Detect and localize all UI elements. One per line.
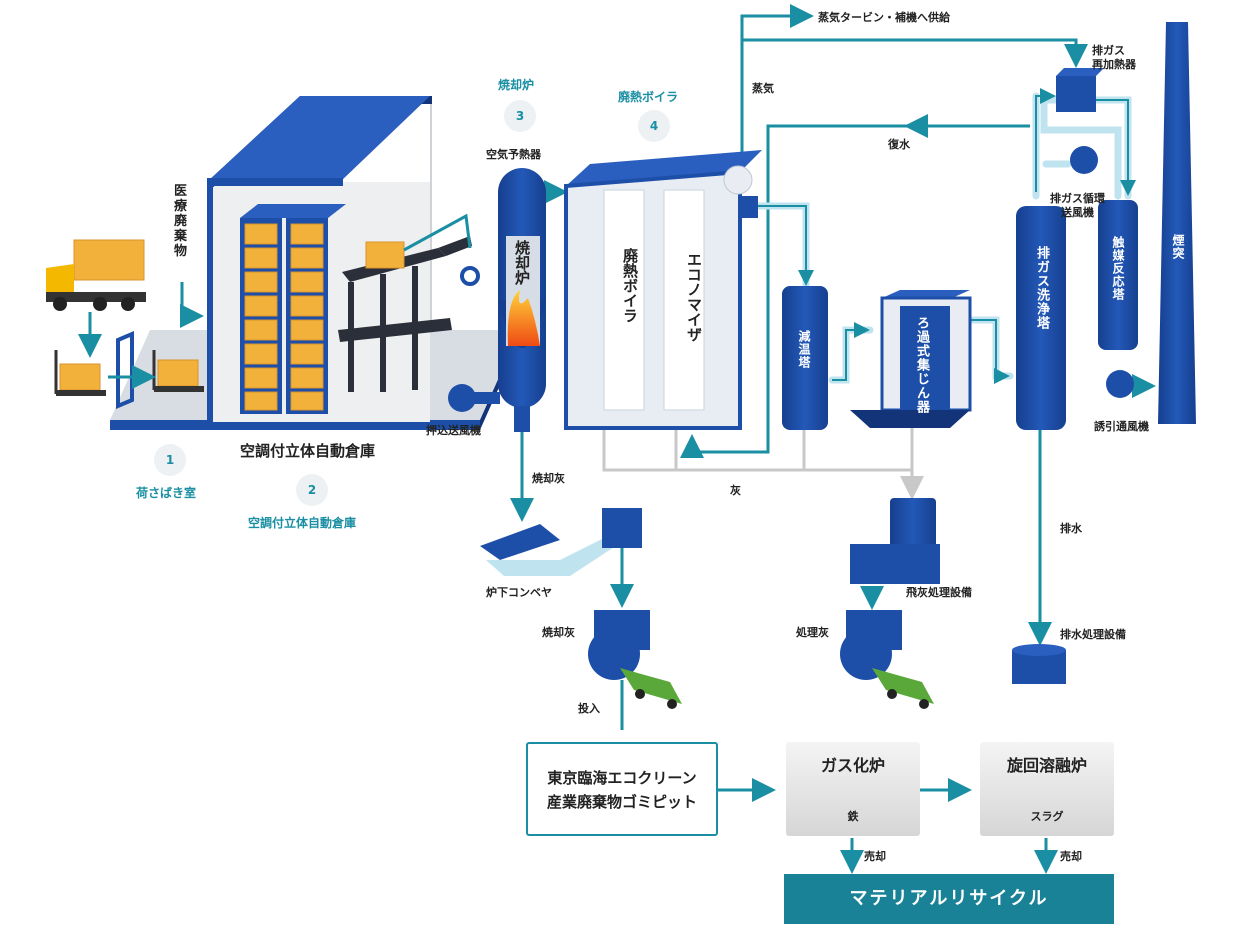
label-fd-fan: 押込送風機: [426, 424, 481, 437]
label-steam-supply: 蒸気タービン・補機へ供給: [818, 11, 950, 24]
cooling-tower: [782, 286, 828, 430]
truck-icon: [46, 239, 146, 311]
label-recirc-fan: 排ガス循環 送風機: [1050, 192, 1105, 219]
label-fly-ash-plant: 飛灰処理設備: [906, 586, 972, 599]
label-boiler-title: 廃熱ボイラ: [618, 90, 679, 104]
melter-box: 旋回溶融炉 スラグ: [980, 742, 1114, 836]
label-ash: 灰: [730, 484, 741, 497]
warehouse-building: [110, 96, 520, 430]
label-id-fan: 誘引通風機: [1094, 420, 1149, 433]
label-scrubber: 排ガス洗浄塔: [1034, 246, 1049, 330]
gas-duct-inner: [758, 88, 1136, 384]
label-step-1: 荷さばき室: [136, 486, 197, 500]
step-4-badge: 4: [638, 110, 670, 142]
bag-filter: [850, 290, 972, 428]
fly-ash-plant: [850, 498, 940, 584]
label-treated-ash: 処理灰: [796, 626, 829, 639]
label-bottom-ash-2: 焼却灰: [542, 626, 575, 639]
chimney: [1158, 22, 1196, 424]
fan-icon: [1070, 146, 1098, 174]
label-economizer: エコノマイザ: [685, 252, 703, 342]
ash-conveyor: [480, 508, 642, 576]
flow-lines-teal: [78, 4, 1156, 874]
drainage-tank: [1012, 644, 1066, 684]
scrubber-tower: [1016, 206, 1066, 430]
label-incinerator-title: 焼却炉: [498, 78, 535, 92]
garbage-truck-icon: [872, 668, 934, 709]
reheater: [1056, 68, 1104, 112]
label-step-2: 空調付立体自動倉庫: [248, 516, 357, 530]
garbage-pit-box: 東京臨海エコクリーン 産業廃棄物ゴミピット: [526, 742, 718, 836]
material-recycle-banner: マテリアルリサイクル: [784, 874, 1114, 924]
label-boiler-body: 廃熱ボイラ: [621, 248, 639, 323]
label-cooling-tower: 減温塔: [797, 330, 811, 369]
fire-icon: [507, 290, 540, 346]
step-3-badge: 3: [504, 100, 536, 132]
label-return-water: 復水: [888, 138, 910, 151]
label-input: 投入: [578, 702, 600, 715]
label-bottom-ash-1: 焼却灰: [532, 472, 565, 485]
label-sale-2: 売却: [1060, 850, 1082, 863]
cart-icon: [54, 350, 106, 396]
label-drainage-plant: 排水処理設備: [1060, 628, 1126, 641]
label-steam: 蒸気: [752, 82, 774, 95]
waste-heat-boiler: [564, 150, 762, 430]
slag-label: スラグ: [1030, 810, 1064, 823]
ash-hopper: [588, 610, 650, 680]
label-warehouse: 空調付立体自動倉庫: [240, 442, 376, 460]
label-chimney: 煙突: [1171, 234, 1185, 260]
fan-icon: [448, 384, 476, 412]
iron-label: 鉄: [847, 810, 859, 823]
gasifier-title: ガス化炉: [820, 756, 885, 775]
fan-icon: [1106, 370, 1134, 398]
label-conveyor: 炉下コンベヤ: [486, 586, 552, 599]
label-bag-filter: ろ過式集じん器: [914, 316, 929, 414]
rack: [240, 204, 346, 414]
label-catalyst: 触媒反応塔: [1111, 236, 1125, 301]
garbage-truck-icon: [620, 668, 682, 709]
catalyst-tower: [1098, 200, 1138, 350]
cardboard-box-icon: [365, 241, 405, 269]
label-reheater: 排ガス 再加熱器: [1092, 44, 1136, 71]
step-2-badge: 2: [296, 474, 328, 506]
label-incinerator-body: 焼却炉: [513, 240, 531, 285]
incinerator: [448, 168, 546, 432]
label-medical-waste: 医療廃棄物: [174, 184, 188, 259]
label-sale-1: 売却: [864, 850, 886, 863]
ash-hopper: [840, 610, 902, 680]
label-drainage: 排水: [1060, 522, 1082, 535]
label-air-preheater: 空気予熱器: [486, 148, 541, 161]
melter-title: 旋回溶融炉: [1006, 756, 1087, 775]
ash-line: [602, 424, 924, 500]
gasifier-box: ガス化炉 鉄: [786, 742, 920, 836]
step-1-badge: 1: [154, 444, 186, 476]
